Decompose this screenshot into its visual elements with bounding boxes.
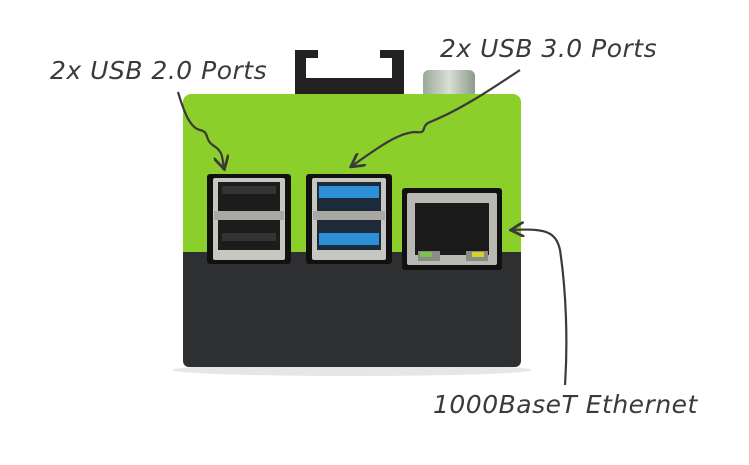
usb2-arrow xyxy=(176,91,224,168)
knob xyxy=(423,70,475,98)
usb3-ports xyxy=(306,174,392,264)
ethernet-port xyxy=(402,188,502,270)
usb3-arrow xyxy=(352,69,521,166)
usb3-label: 2x USB 3.0 Ports xyxy=(440,34,658,63)
usb2-ports xyxy=(207,174,291,264)
top-bracket xyxy=(295,50,404,95)
case-bottom xyxy=(183,247,521,367)
usb2-label: 2x USB 2.0 Ports xyxy=(50,56,268,85)
ethernet-arrow xyxy=(512,230,568,386)
ethernet-label: 1000BaseT Ethernet xyxy=(433,390,698,419)
